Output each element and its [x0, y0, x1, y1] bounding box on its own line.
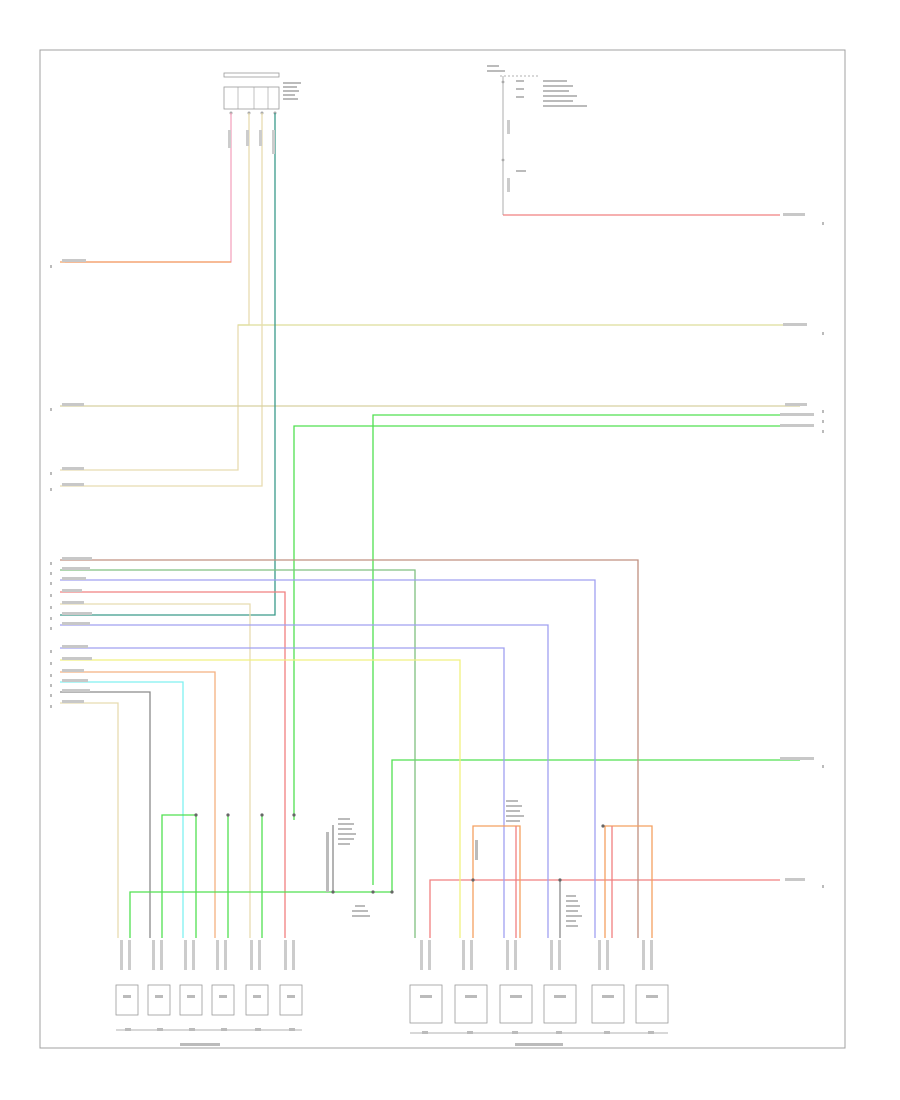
wire-blue-1: [60, 579, 596, 938]
left-wire-labels: [62, 259, 92, 703]
wire-red-bundle: [60, 591, 286, 938]
wire-blue-3: [60, 647, 505, 938]
right-wire-labels: [780, 213, 814, 881]
wire-green-3: [391, 759, 800, 892]
wire-gray-1: [60, 691, 151, 938]
fuse-block-component: [487, 65, 587, 215]
wire-yellow-1: [60, 659, 461, 938]
splice-points: [194, 813, 605, 894]
wire-green-loop-1: [161, 814, 196, 938]
left-pin-ticks: [50, 265, 52, 708]
wire-orange-1: [60, 671, 216, 938]
wire-pink-switch: [65, 113, 232, 263]
left-connector-group: [115, 940, 303, 1046]
wire-green-bundle: [60, 569, 416, 938]
wire-green-2: [293, 425, 800, 820]
wire-orange-loop-1: [472, 825, 521, 938]
right-splice-note: [475, 800, 582, 927]
splice-note: [326, 818, 370, 917]
wire-teal-switch: [60, 113, 276, 616]
wire-cyan-1: [60, 681, 184, 938]
wire-green-ground: [129, 891, 392, 938]
diagram-frame: [39, 49, 846, 1049]
wire-blue-2: [60, 624, 549, 938]
wire-tan-2: [60, 702, 119, 938]
wire-tan-upper: [60, 113, 250, 471]
wire-orange-loop-2: [604, 825, 653, 938]
switch-wire-labels: [228, 130, 275, 154]
wire-green-1: [372, 414, 800, 885]
wires: [60, 113, 800, 938]
wire-red-right: [429, 879, 780, 938]
right-connector-group: [409, 940, 669, 1046]
wire-brown-1: [60, 559, 639, 938]
top-switch-component: [223, 72, 301, 115]
wire-tan-lower: [60, 113, 263, 487]
right-pin-ticks: [822, 222, 824, 888]
wire-tan-bundle: [60, 603, 251, 938]
